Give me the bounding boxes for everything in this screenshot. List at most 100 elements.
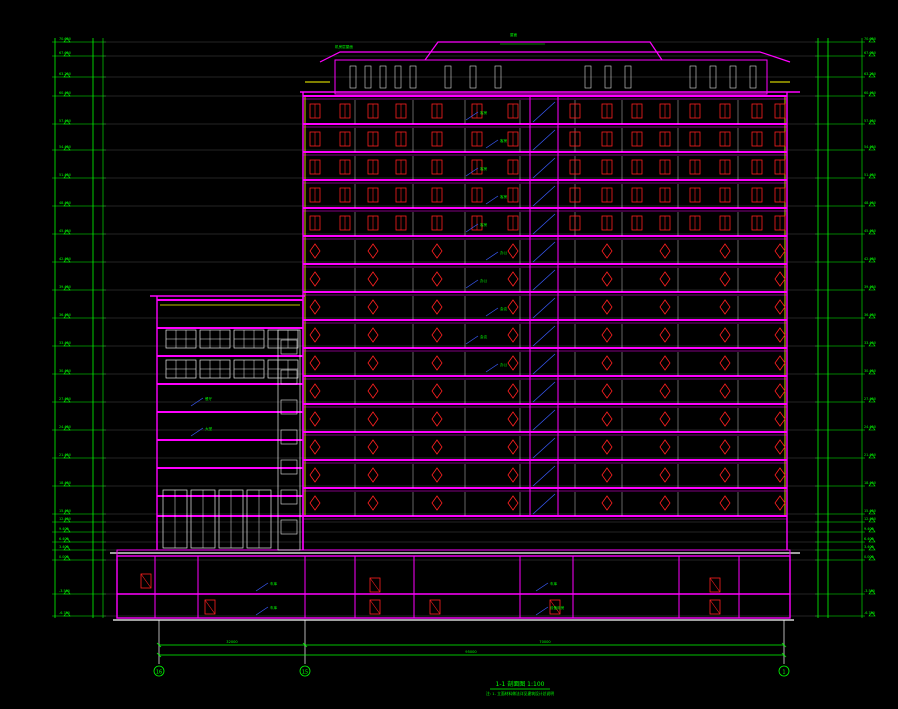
room-label: 车库: [270, 605, 278, 610]
tower-window-diamond: [774, 467, 786, 483]
roof-tag: 机房层屋面: [335, 44, 353, 49]
door-swing: [549, 599, 561, 615]
level-marker-icon: [868, 229, 876, 235]
tower-window-diamond: [431, 439, 443, 455]
leader-line: [465, 223, 479, 233]
level-label: 0.000: [864, 555, 874, 559]
level-label: 21.400: [59, 453, 71, 457]
level-label: 42.400: [864, 257, 876, 261]
tower-window-diamond: [601, 411, 613, 427]
tower-window-diamond: [774, 271, 786, 287]
level-marker-icon: [868, 369, 876, 375]
roof-louver: [469, 65, 477, 89]
tower-window-diamond: [507, 271, 519, 287]
level-marker-icon: [63, 37, 71, 43]
level-label: 24.400: [59, 425, 71, 429]
level-marker-icon: [868, 481, 876, 487]
basement-door: [709, 577, 721, 593]
leader-line: [485, 195, 499, 205]
basement-door: [709, 599, 721, 615]
leader-line: [255, 606, 269, 616]
level-label: 48.400: [59, 201, 71, 205]
room-label: 客房: [500, 194, 508, 199]
level-label: 24.400: [864, 425, 876, 429]
leader-line: [190, 427, 204, 437]
stair-flight: [532, 297, 556, 319]
level-marker-icon: [868, 341, 876, 347]
stair-flight: [532, 129, 556, 151]
roof-machine-room: [334, 59, 768, 95]
level-label: 12.400: [59, 517, 71, 521]
tower-window-diamond: [507, 355, 519, 371]
tower-window-diamond: [507, 467, 519, 483]
stair-flight: [532, 493, 556, 515]
roof-louver: [604, 65, 612, 89]
room-label: 办公: [480, 278, 488, 283]
tower-window-diamond: [309, 383, 321, 399]
tower-window-diamond: [774, 243, 786, 259]
tower-window-diamond: [659, 439, 671, 455]
tower-window-diamond: [659, 299, 671, 315]
tower-window-diamond: [367, 495, 379, 511]
level-label: 39.400: [864, 285, 876, 289]
level-marker-icon: [868, 285, 876, 291]
grid-axis-bubble: [153, 665, 165, 677]
tower-window-diamond: [367, 411, 379, 427]
level-label: 33.400: [59, 341, 71, 345]
dim-value: 70000: [539, 640, 551, 644]
dim-tick: [781, 652, 787, 658]
basement-door: [369, 599, 381, 615]
tower-window-diamond: [309, 355, 321, 371]
leader-line: [465, 167, 479, 177]
tower-window-diamond: [659, 355, 671, 371]
roof-eave: [319, 51, 791, 63]
door-swing: [204, 599, 216, 615]
roof-louver: [364, 65, 372, 89]
dim-tick: [156, 652, 162, 658]
level-label: 51.400: [864, 173, 876, 177]
level-label: 54.400: [864, 145, 876, 149]
level-label: 54.400: [59, 145, 71, 149]
level-marker-icon: [63, 509, 71, 515]
room-label: 办公: [500, 250, 508, 255]
room-label: 大堂: [205, 426, 213, 431]
level-label: 27.400: [864, 397, 876, 401]
tower-window-diamond: [367, 383, 379, 399]
level-label: 51.400: [59, 173, 71, 177]
leader-line: [190, 397, 204, 407]
leader-line: [535, 606, 549, 616]
level-marker-icon: [868, 51, 876, 57]
door-swing: [429, 599, 441, 615]
leader-line: [485, 307, 499, 317]
stair-flight: [532, 241, 556, 263]
room-label: 车库: [550, 581, 558, 586]
tower-window-diamond: [431, 467, 443, 483]
tower-window-diamond: [719, 439, 731, 455]
dimension-layer: 70.60067.60063.20060.40057.40054.40051.4…: [52, 37, 876, 618]
tower-window-diamond: [601, 495, 613, 511]
grid-axis-bubble: [299, 665, 311, 677]
dim-tick: [156, 642, 162, 648]
tower-window-diamond: [601, 271, 613, 287]
level-marker-icon: [868, 91, 876, 97]
roof-louver: [729, 65, 737, 89]
roof-louver: [689, 65, 697, 89]
level-marker-icon: [868, 453, 876, 459]
dim-tick: [302, 642, 308, 648]
tower-window-diamond: [659, 271, 671, 287]
level-label: 30.400: [864, 369, 876, 373]
tower-window-diamond: [431, 327, 443, 343]
stair-flight: [532, 381, 556, 403]
stair-window: [280, 519, 298, 535]
tower-window-diamond: [601, 439, 613, 455]
tower-window-diamond: [431, 271, 443, 287]
door-swing: [140, 573, 152, 589]
level-marker-icon: [868, 313, 876, 319]
building-layer: [110, 41, 800, 621]
tower-window-diamond: [309, 243, 321, 259]
level-label: 57.400: [59, 119, 71, 123]
level-marker-icon: [868, 509, 876, 515]
stair-flight: [532, 353, 556, 375]
tower-window-diamond: [507, 411, 519, 427]
dim-value: 95000: [465, 650, 477, 654]
